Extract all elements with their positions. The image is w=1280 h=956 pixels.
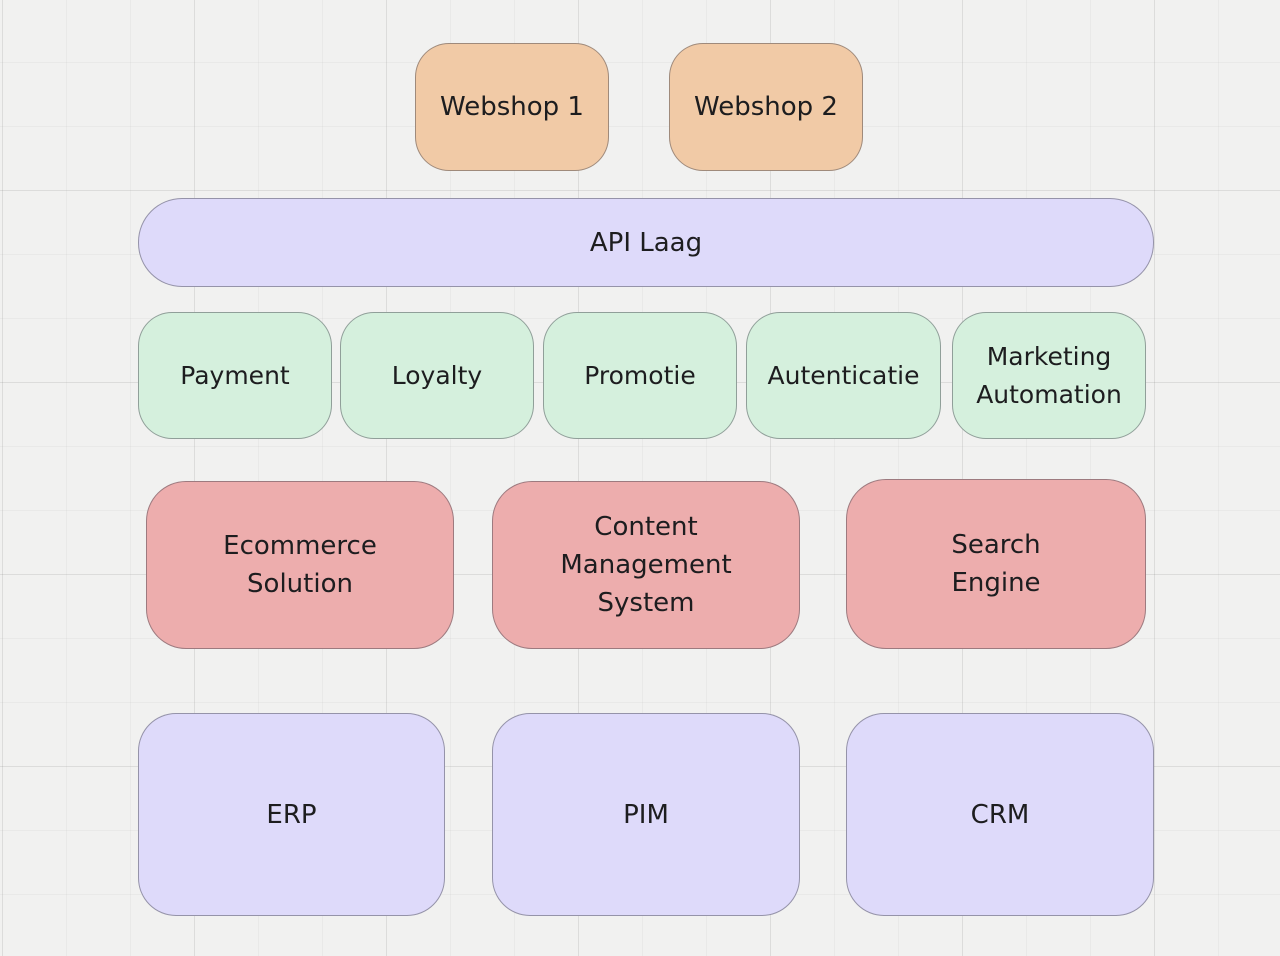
- search-engine-box[interactable]: Search Engine: [846, 479, 1146, 649]
- webshop-1-box[interactable]: Webshop 1: [415, 43, 609, 171]
- ecommerce-solution-box[interactable]: Ecommerce Solution: [146, 481, 454, 649]
- loyalty-box[interactable]: Loyalty: [340, 312, 534, 439]
- pim-box[interactable]: PIM: [492, 713, 800, 916]
- payment-box[interactable]: Payment: [138, 312, 332, 439]
- crm-box[interactable]: CRM: [846, 713, 1154, 916]
- autenticatie-box[interactable]: Autenticatie: [746, 312, 941, 439]
- content-management-system-box[interactable]: Content Management System: [492, 481, 800, 649]
- webshop-2-box[interactable]: Webshop 2: [669, 43, 863, 171]
- marketing-automation-box[interactable]: Marketing Automation: [952, 312, 1146, 439]
- api-layer-box[interactable]: API Laag: [138, 198, 1154, 287]
- promotie-box[interactable]: Promotie: [543, 312, 737, 439]
- erp-box[interactable]: ERP: [138, 713, 445, 916]
